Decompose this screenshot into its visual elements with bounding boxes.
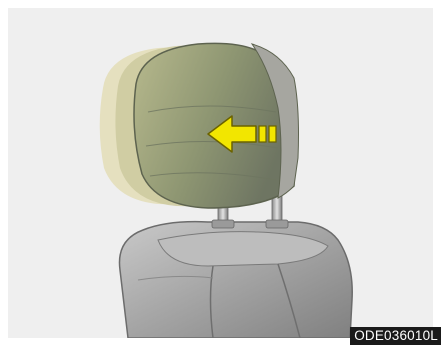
illustration-panel xyxy=(8,8,433,338)
headrest-illustration xyxy=(8,8,433,338)
seat-back xyxy=(119,222,352,338)
figure-code-label: ODE036010L xyxy=(350,327,441,345)
